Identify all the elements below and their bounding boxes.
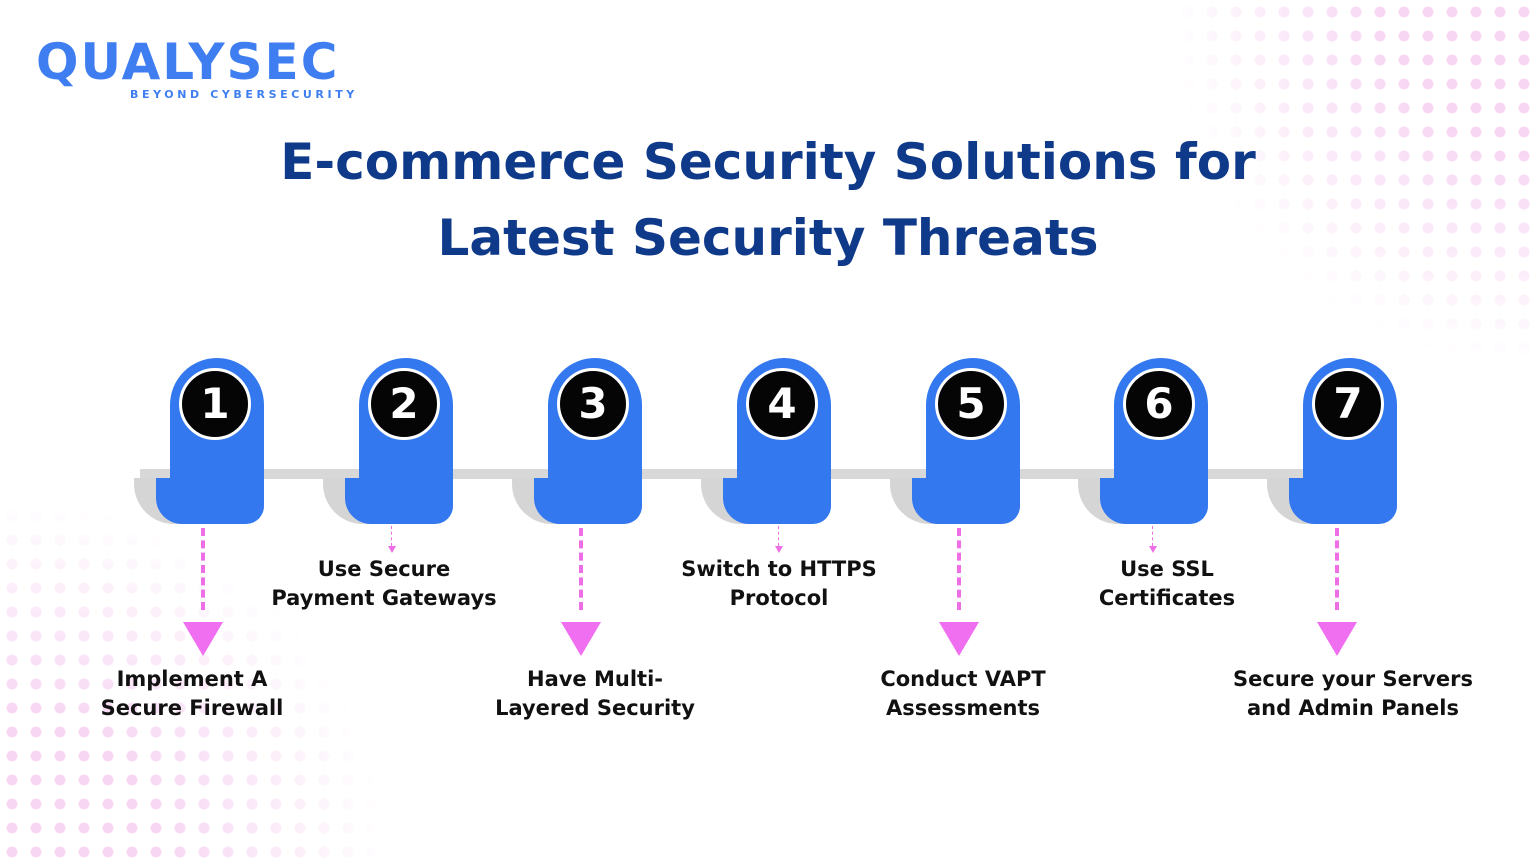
- dashed-connector: [201, 528, 205, 610]
- logo-wordmark: QUALYSEC: [36, 33, 340, 91]
- label-line-2: Protocol: [729, 586, 829, 610]
- tab-curl: [345, 478, 385, 524]
- step-7-tab: 7: [1267, 358, 1407, 524]
- tab-curl: [156, 478, 196, 524]
- decorative-dot-pattern-top-right: [1176, 0, 1536, 360]
- arrow-down-icon: [388, 546, 396, 553]
- arrow-down-icon: [561, 622, 601, 656]
- title-line-1: E-commerce Security Solutions for: [280, 133, 1256, 191]
- dashed-connector: [1152, 526, 1153, 546]
- label-line-2: Assessments: [885, 696, 1041, 720]
- arrow-down-icon: [1149, 546, 1157, 553]
- arrow-down-icon: [939, 622, 979, 656]
- label-line-2: and Admin Panels: [1247, 696, 1459, 720]
- step-number-badge: 4: [746, 368, 818, 440]
- page-title: E-commerce Security Solutions for Latest…: [0, 124, 1536, 276]
- arrow-down-icon: [183, 622, 223, 656]
- step-2-tab: 2: [323, 358, 463, 524]
- step-5-label: Conduct VAPT Assessments: [833, 665, 1093, 723]
- logo-tagline: BEYOND CYBERSECURITY: [130, 88, 358, 101]
- label-line-1: Have Multi-: [527, 667, 663, 691]
- tab-curl: [534, 478, 574, 524]
- title-line-2: Latest Security Threats: [437, 209, 1099, 267]
- dashed-connector: [1335, 528, 1339, 610]
- step-number-badge: 5: [935, 368, 1007, 440]
- step-2-label: Use Secure Payment Gateways: [254, 555, 514, 613]
- label-line-1: Secure your Servers: [1233, 667, 1473, 691]
- label-line-2: Layered Security: [495, 696, 695, 720]
- tab-curl: [1289, 478, 1329, 524]
- label-line-1: Use SSL: [1120, 557, 1214, 581]
- tab-curl: [723, 478, 763, 524]
- dashed-connector: [957, 528, 961, 610]
- tab-curl: [912, 478, 952, 524]
- decorative-dot-pattern-bottom-left: [0, 504, 380, 864]
- step-5-tab: 5: [890, 358, 1030, 524]
- dashed-connector: [579, 528, 583, 610]
- step-number-badge: 2: [368, 368, 440, 440]
- label-line-2: Secure Firewall: [100, 696, 284, 720]
- label-line-2: Certificates: [1098, 586, 1236, 610]
- step-number-badge: 3: [557, 368, 629, 440]
- step-number-badge: 6: [1123, 368, 1195, 440]
- label-line-1: Use Secure: [317, 557, 451, 581]
- step-number-badge: 1: [179, 368, 251, 440]
- label-line-2: Payment Gateways: [271, 586, 497, 610]
- step-6-label: Use SSL Certificates: [1037, 555, 1297, 613]
- dashed-connector: [778, 526, 779, 546]
- step-4-label: Switch to HTTPS Protocol: [649, 555, 909, 613]
- step-7-label: Secure your Servers and Admin Panels: [1223, 665, 1483, 723]
- arrow-down-icon: [775, 546, 783, 553]
- label-line-1: Conduct VAPT: [880, 667, 1046, 691]
- tab-curl: [1100, 478, 1140, 524]
- label-line-1: Implement A: [116, 667, 268, 691]
- step-number-badge: 7: [1312, 368, 1384, 440]
- step-1-tab: 1: [134, 358, 274, 524]
- step-3-tab: 3: [512, 358, 652, 524]
- dashed-connector: [391, 526, 392, 546]
- label-line-1: Switch to HTTPS: [681, 557, 877, 581]
- step-1-label: Implement A Secure Firewall: [62, 665, 322, 723]
- step-6-tab: 6: [1078, 358, 1218, 524]
- qualysec-logo: QUALYSEC BEYOND CYBERSECURITY: [36, 32, 358, 101]
- step-4-tab: 4: [701, 358, 841, 524]
- arrow-down-icon: [1317, 622, 1357, 656]
- step-3-label: Have Multi- Layered Security: [465, 665, 725, 723]
